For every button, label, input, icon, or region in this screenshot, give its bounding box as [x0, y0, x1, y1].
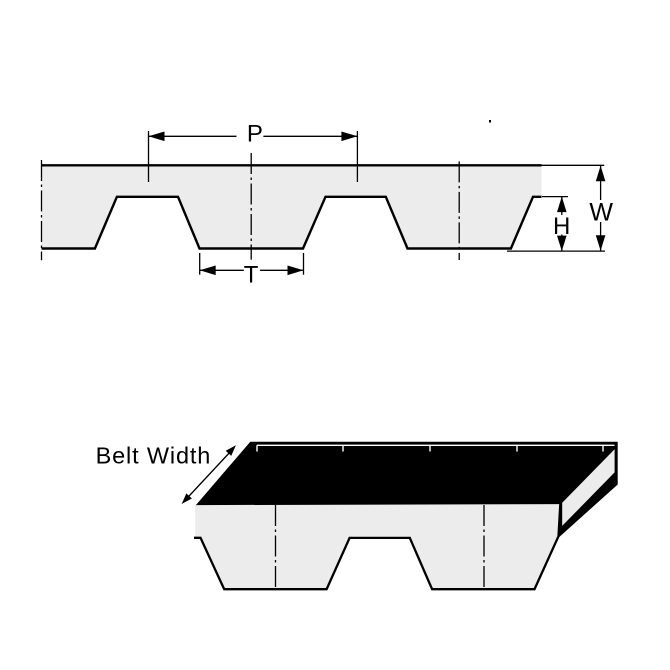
svg-text:T: T [244, 262, 259, 289]
svg-text:Belt Width: Belt Width [96, 443, 212, 469]
svg-text:H: H [553, 213, 570, 240]
svg-text:W: W [589, 199, 613, 227]
svg-text:P: P [247, 121, 263, 148]
